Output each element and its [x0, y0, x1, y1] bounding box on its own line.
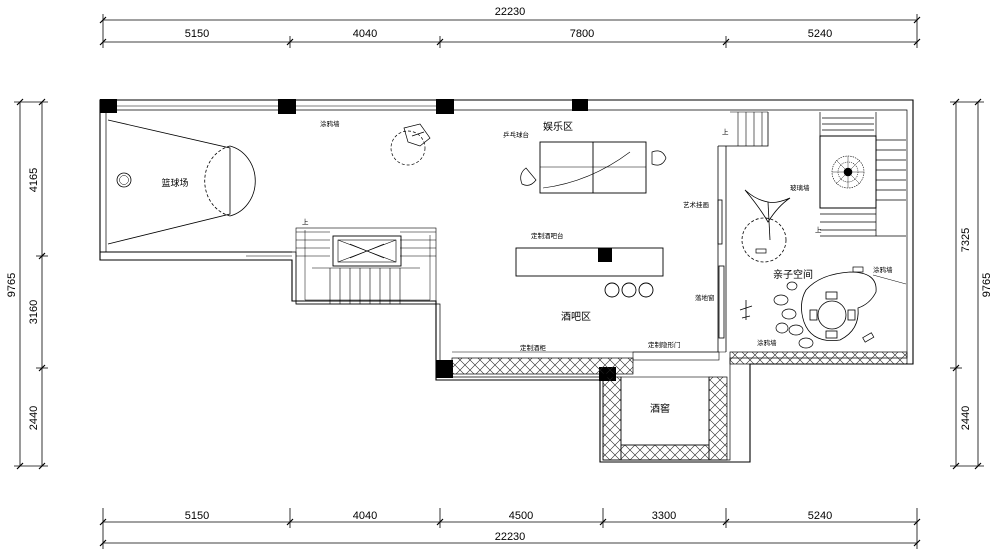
bottom-total-dim: 22230: [495, 531, 526, 543]
graffiti-wall-top-label: 涂鸦墙: [320, 119, 340, 128]
left-dim-3: 2440: [28, 406, 40, 430]
kids-space-bottom-wall: [729, 351, 908, 365]
structural-columns: [100, 99, 616, 381]
top-total-dim: 22230: [495, 6, 526, 18]
french-window-label: 落地窗: [695, 293, 715, 302]
lounge-chair-icon: [390, 123, 431, 166]
left-dim-1: 4165: [28, 168, 40, 192]
graffiti-wall-right-label: 涂鸦墙: [873, 265, 893, 274]
center-divider: [717, 112, 769, 352]
bottom-dim-1: 5150: [185, 510, 209, 522]
custom-wine-cabinet-label: 定制酒柜: [520, 343, 547, 352]
tent-icon: [741, 189, 791, 263]
stair-up-right-top-label: 上: [722, 127, 729, 136]
bottom-dim-5: 5240: [808, 510, 832, 522]
hidden-door: [632, 351, 720, 361]
basketball-court-label: 篮球场: [161, 177, 188, 189]
wine-cellar-label: 酒窖: [650, 402, 670, 415]
graffiti-wall-bottom-label: 涂鸦墙: [757, 338, 777, 347]
wine-cellar: [602, 376, 728, 461]
bottom-dimensions: [99, 508, 921, 549]
ping-pong-table-label: 乒乓球台: [503, 130, 529, 139]
walls: [99, 99, 914, 463]
right-dimensions: [950, 98, 984, 470]
top-dim-2: 4040: [353, 28, 377, 40]
left-dim-2: 3160: [28, 300, 40, 324]
graffiti-wall-right-leader: [872, 274, 907, 285]
right-dim-2: 2440: [960, 406, 972, 430]
right-total-dim: 9765: [981, 273, 993, 297]
stair-up-left-label: 上: [302, 217, 309, 226]
entertainment-area-label: 娱乐区: [543, 120, 573, 133]
bottom-dim-4: 3300: [652, 510, 676, 522]
top-dim-3: 7800: [570, 28, 594, 40]
top-dimensions: [99, 14, 921, 48]
bottom-dim-2: 4040: [353, 510, 377, 522]
stair-right-top: [730, 111, 768, 146]
glass-courtyard: [819, 112, 906, 237]
toy-block-2: [852, 266, 864, 273]
art-hanging-label: 艺术挂画: [683, 200, 709, 209]
tree-icon: [831, 155, 865, 189]
custom-hidden-door-label: 定制隐形门: [648, 340, 681, 349]
top-dim-4: 5240: [808, 28, 832, 40]
stepping-stones: [773, 281, 814, 349]
kids-space-label: 亲子空间: [773, 268, 813, 281]
bar-area-label: 酒吧区: [561, 311, 591, 323]
toy-block: [755, 248, 767, 254]
bar-counter: [515, 247, 664, 298]
top-dim-1: 5150: [185, 28, 209, 40]
kids-table: [801, 271, 877, 341]
stair-up-right-bottom-label: 上: [815, 225, 822, 234]
glass-wall-label: 玻璃墙: [790, 183, 810, 192]
stairwell-left: [246, 227, 437, 305]
airplane-icon: [739, 300, 753, 320]
ping-pong-table: [520, 141, 667, 194]
left-dimensions: [14, 98, 48, 470]
basketball-court: [107, 119, 256, 245]
left-total-dim: 9765: [6, 273, 18, 297]
custom-bar-counter-label: 定制酒吧台: [531, 231, 564, 240]
toy-block-3: [862, 332, 875, 343]
wine-cabinet-wall: [451, 357, 634, 375]
right-dim-1: 7325: [960, 228, 972, 252]
bottom-dim-3: 4500: [509, 510, 533, 522]
